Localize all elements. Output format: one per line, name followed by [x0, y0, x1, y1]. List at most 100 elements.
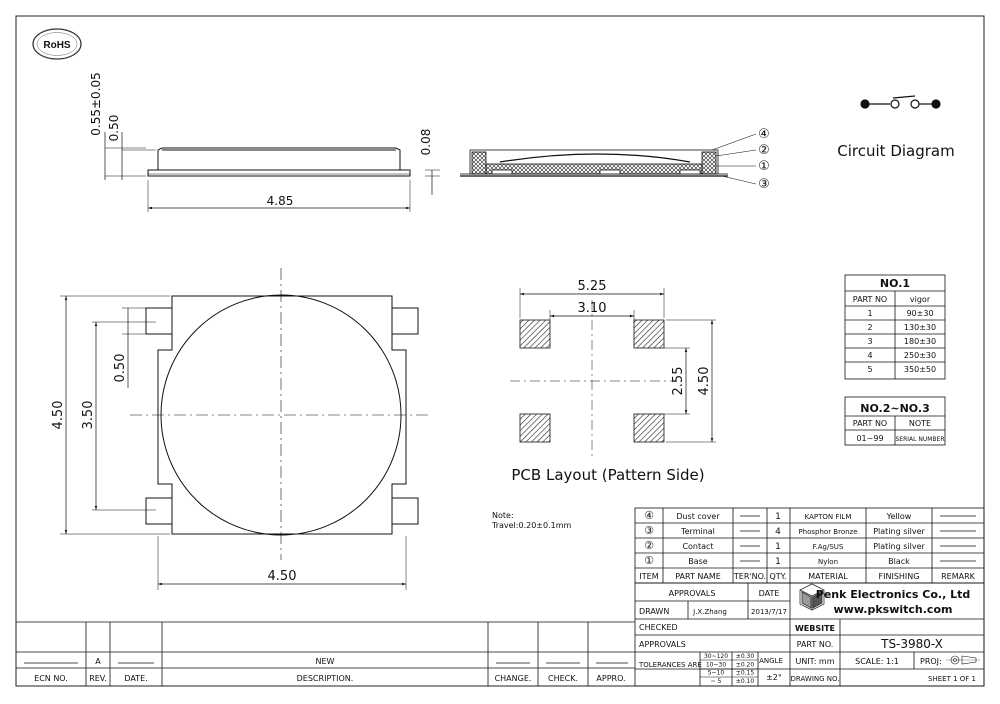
parts-col-fin: FINISHING [879, 572, 920, 581]
parts-cell-item: ④ [644, 509, 654, 522]
title-block [634, 582, 985, 687]
parts-col-ter: TER'NO. [733, 572, 766, 581]
sheet-label: SHEET 1 OF 1 [928, 675, 976, 683]
tolerance-value: ±0.10 [736, 678, 755, 685]
parts-cell-fin: Yellow [886, 512, 912, 521]
company-logo [799, 583, 825, 611]
tolerance-range: ~ 5 [711, 678, 722, 685]
parts-cell-item: ② [644, 539, 654, 552]
side-view [104, 132, 440, 212]
callout-3: ③ [758, 177, 770, 192]
parts-cell-mat: Phosphor Bronze [798, 528, 857, 536]
parts-cell-mat: Nylon [818, 558, 838, 566]
rev-col-rev: REV. [89, 674, 107, 683]
dim-pcb-height: 4.50 [697, 367, 712, 396]
force-table-title: NO.1 [880, 277, 910, 290]
approvals-row-label: APPROVALS [639, 640, 686, 649]
force-cell-part: 3 [867, 337, 872, 346]
force-cell-part: 4 [867, 351, 872, 360]
parts-cell-item: ③ [644, 524, 654, 537]
rev-col-appro: APPRO. [596, 674, 625, 683]
rev-col-check: CHECK. [548, 674, 578, 683]
parts-cell-name: Base [688, 557, 708, 566]
callout-1: ① [758, 159, 770, 174]
parts-col-qty: QTY. [770, 572, 787, 581]
dim-cover-thickness: 0.08 [419, 129, 433, 156]
serial-col-part: PART NO [853, 419, 887, 428]
tolerance-value: ±0.15 [736, 670, 755, 677]
parts-cell-mat: KAPTON FILM [805, 513, 852, 521]
dim-height-body: 0.50 [107, 115, 121, 142]
note-text: Travel:0.20±0.1mm [491, 521, 572, 530]
force-cell-part: 5 [867, 365, 872, 374]
projection-symbol [946, 655, 980, 665]
dim-pcb-inner: 3.10 [578, 301, 607, 316]
callout-2: ② [758, 143, 770, 158]
note-title: Note: [492, 511, 514, 520]
parts-col-rem: REMARK [941, 572, 976, 581]
force-cell-part: 2 [867, 323, 872, 332]
drawing-no-label: DRAWING NO. [791, 675, 840, 683]
parts-cell-name: Contact [682, 542, 713, 551]
revision-rev-value: A [95, 657, 101, 666]
parts-cell-fin: Black [888, 557, 910, 566]
part-no-label: PART NO. [797, 640, 834, 649]
force-table [844, 274, 946, 380]
rev-col-change: CHANGE. [495, 674, 532, 683]
drawn-date: 2013/7/17 [751, 608, 787, 616]
serial-cell-part: 01~99 [856, 434, 883, 443]
tolerances-label: TOLERANCES ARE [638, 661, 702, 669]
date-header: DATE [759, 589, 780, 598]
parts-cell-qty: 1 [775, 557, 781, 567]
serial-cell-note: SERIAL NUMBER [895, 436, 944, 443]
parts-cell-name: Dust cover [676, 512, 720, 521]
dim-side-width: 4.85 [267, 194, 294, 208]
circuit-symbol [860, 95, 941, 109]
parts-cell-qty: 1 [775, 512, 781, 522]
force-cell-vigor: 90±30 [906, 309, 933, 318]
pcb-label: PCB Layout (Pattern Side) [511, 466, 704, 484]
force-col-vigor: vigor [910, 295, 931, 304]
parts-list [634, 507, 985, 584]
rohs-logo: RoHS [32, 28, 82, 60]
serial-col-note: NOTE [909, 419, 931, 428]
parts-cell-name: Terminal [680, 527, 715, 536]
dim-pcb-outer: 5.25 [578, 279, 607, 294]
force-cell-vigor: 130±30 [904, 323, 936, 332]
pcb-layout [510, 288, 716, 460]
website-label: WEBSITE [795, 624, 835, 633]
company-name: Penk Electronics Co., Ltd [816, 588, 970, 601]
proj-label: PROJ: [920, 657, 942, 666]
parts-col-name: PART NAME [675, 572, 721, 581]
revision-desc-value: NEW [316, 657, 335, 666]
force-cell-part: 1 [867, 309, 872, 318]
approvals-header: APPROVALS [669, 589, 716, 598]
force-cell-vigor: 350±50 [904, 365, 936, 374]
dim-top-inner-height: 3.50 [81, 401, 96, 430]
angle-label: ANGLE [759, 657, 783, 665]
parts-cell-item: ① [644, 554, 654, 567]
serial-table [844, 396, 946, 446]
top-view [60, 268, 430, 590]
dim-height-total: 0.55±0.05 [89, 72, 103, 136]
angle-value: ±2° [766, 673, 782, 682]
tolerance-value: ±0.20 [736, 661, 755, 668]
rohs-text: RoHS [43, 40, 71, 51]
parts-cell-fin: Plating silver [873, 542, 925, 551]
parts-cell-qty: 1 [775, 542, 781, 552]
sheet-border [15, 15, 985, 687]
parts-cell-mat: F.Ag/SUS [813, 543, 844, 551]
dim-top-height: 4.50 [51, 401, 66, 430]
drawn-by: J.X.Zhang [692, 608, 727, 616]
force-col-part: PART NO [853, 295, 887, 304]
rev-col-desc: DESCRIPTION. [297, 674, 354, 683]
parts-col-mat: MATERIAL [808, 572, 848, 581]
rev-col-ecn: ECN NO. [34, 674, 68, 683]
part-no-value: TS-3980-X [880, 637, 943, 651]
checked-label: CHECKED [639, 623, 678, 632]
rev-col-date: DATE. [124, 674, 147, 683]
